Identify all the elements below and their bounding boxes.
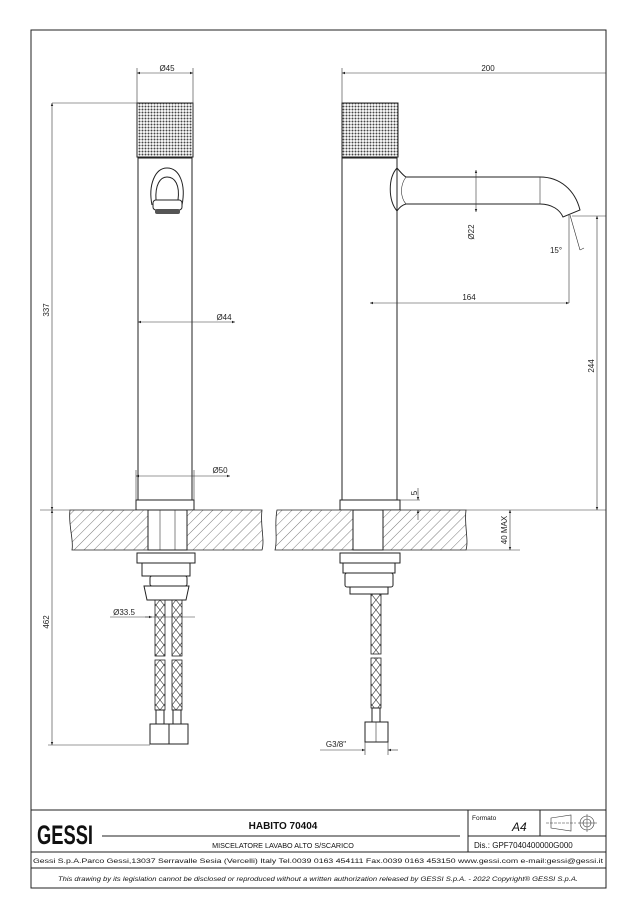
format-value: A4 xyxy=(511,820,527,834)
copyright-disclaimer: This drawing by its legislation cannot b… xyxy=(58,876,578,883)
spout xyxy=(396,167,581,218)
dim-spout-diameter: Ø22 xyxy=(467,224,476,240)
sheet-border xyxy=(30,29,607,889)
front-view xyxy=(69,102,264,745)
company-address: Gessi S.p.A.Parco Gessi,13037 Serravalle… xyxy=(33,858,603,865)
product-name: HABITO 70404 xyxy=(249,821,318,832)
gessi-logo: GESSI xyxy=(37,820,93,850)
knurled-handle xyxy=(136,102,194,158)
dim-spout-height: 244 xyxy=(587,359,596,373)
dim-spout-angle: 15° xyxy=(550,246,562,255)
spout-outlet xyxy=(150,167,184,206)
product-description: MISCELATORE LAVABO ALTO S/SCARICO xyxy=(212,841,354,850)
dim-deck-thickness: 40 MAX xyxy=(500,515,509,544)
hose-left xyxy=(154,599,166,657)
side-view xyxy=(274,102,581,743)
dim-top-diameter: Ø45 xyxy=(159,64,175,73)
title-block: GESSI HABITO 70404 MISCELATORE LAVABO AL… xyxy=(31,809,606,883)
countertop-section-side xyxy=(274,509,354,551)
dim-base-height: 5 xyxy=(410,490,419,495)
dim-projection: 200 xyxy=(481,64,495,73)
knurled-handle-side xyxy=(341,102,399,158)
fixing-nut xyxy=(136,552,196,564)
projection-symbol-icon xyxy=(546,814,597,832)
dim-connection: G3/8" xyxy=(326,740,346,749)
side-dimensions: 200 Ø22 15° 164 244 5 40 MAX G3/8" xyxy=(320,64,606,755)
base-ring-side xyxy=(339,499,401,511)
dim-body-diameter: Ø44 xyxy=(216,313,232,322)
dim-spout-reach: 164 xyxy=(462,293,476,302)
drawing-number: Dis.: GPF7040400000G000 xyxy=(474,841,573,850)
hose-right xyxy=(171,599,183,657)
dim-base-diameter: Ø50 xyxy=(212,466,228,475)
hose-side xyxy=(370,593,382,655)
format-label: Formato xyxy=(472,815,497,822)
front-dimensions: Ø45 337 Ø44 Ø50 462 Ø33.5 xyxy=(40,64,235,746)
hose-fitting xyxy=(149,723,170,745)
dim-height-below: 462 xyxy=(42,615,51,629)
dim-hose-diameter: Ø33.5 xyxy=(113,608,135,617)
base-ring xyxy=(135,499,195,511)
dim-height-total: 337 xyxy=(42,303,51,317)
faucet-body-side xyxy=(341,157,398,501)
countertop-section xyxy=(69,509,149,551)
